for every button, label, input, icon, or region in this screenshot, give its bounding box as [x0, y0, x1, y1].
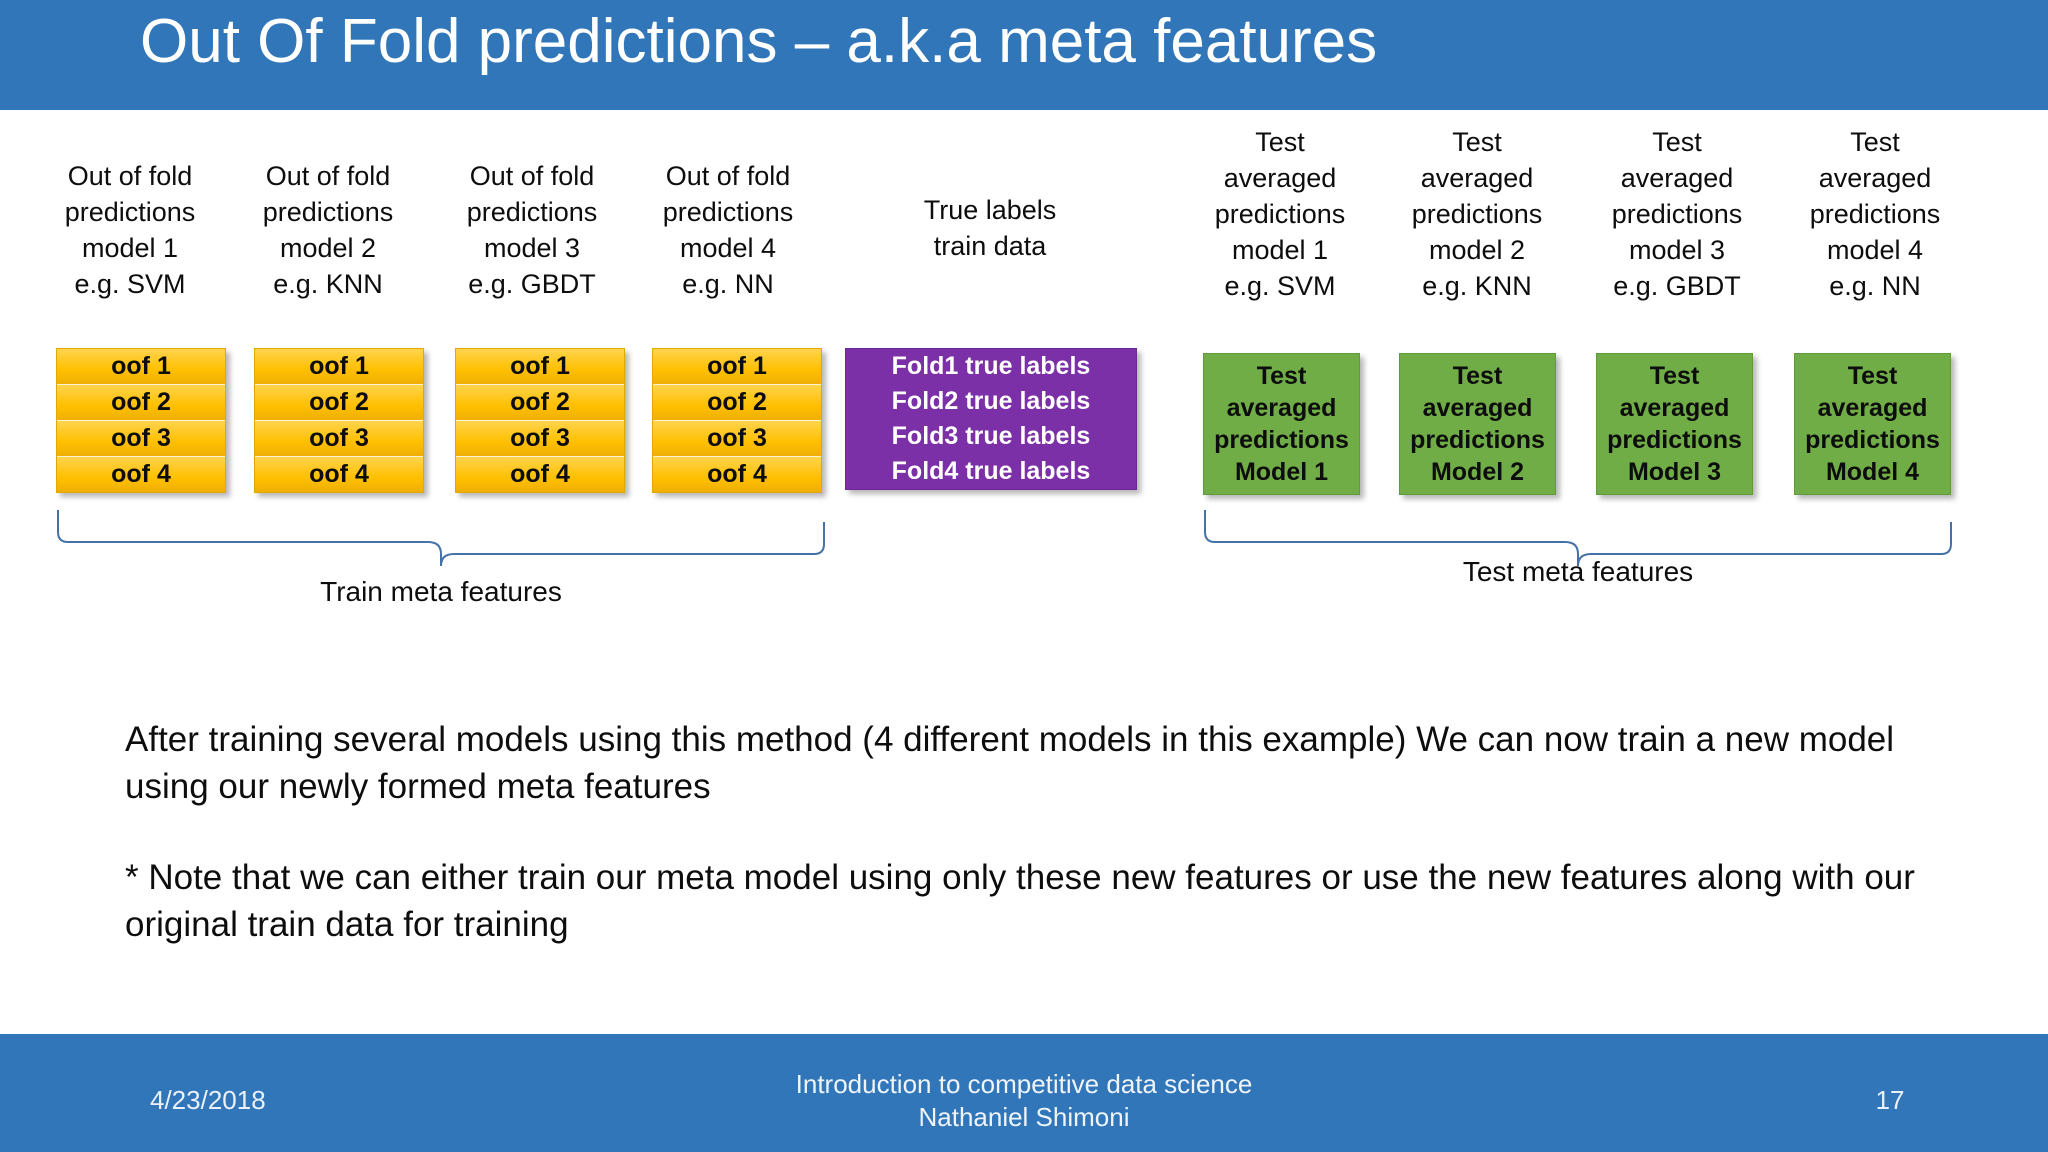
body-paragraph-1: After training several models using this…	[125, 716, 1925, 810]
test-box-text: Test averaged predictions Model 2	[1410, 362, 1545, 486]
oof-cell: oof 3	[255, 421, 423, 457]
test-column-caption-2: Test averaged predictions model 2 e.g. K…	[1411, 127, 1543, 301]
test-box-text: Test averaged predictions Model 4	[1805, 362, 1940, 486]
oof-cell: oof 2	[456, 385, 624, 421]
oof-column-caption-3: Out of fold predictions model 3 e.g. GBD…	[466, 161, 598, 299]
footer-date: 4/23/2018	[150, 1085, 266, 1115]
test-column-caption-4: Test averaged predictions model 4 e.g. N…	[1809, 127, 1941, 301]
train-meta-features-label: Train meta features	[320, 576, 562, 607]
paragraph-2-text: * Note that we can either train our meta…	[125, 858, 1915, 944]
slide-title-bar: Out Of Fold predictions – a.k.a meta fea…	[0, 0, 2048, 110]
oof-column-caption-4: Out of fold predictions model 4 e.g. NN	[662, 161, 794, 299]
oof-cell: oof 1	[57, 349, 225, 385]
oof-cell: oof 1	[456, 349, 624, 385]
oof-stack-model-1: oof 1 oof 2 oof 3 oof 4	[56, 348, 226, 493]
true-labels-stack: Fold1 true labels Fold2 true labels Fold…	[845, 348, 1137, 490]
true-label-cell: Fold4 true labels	[891, 457, 1091, 485]
test-column-caption-3: Test averaged predictions model 3 e.g. G…	[1611, 127, 1743, 301]
oof-cell: oof 4	[255, 457, 423, 492]
footer-page-number: 17	[1875, 1085, 1905, 1115]
train-meta-features-brace	[56, 508, 826, 568]
oof-cell: oof 4	[456, 457, 624, 492]
oof-cell: oof 1	[653, 349, 821, 385]
test-box-text: Test averaged predictions Model 1	[1214, 362, 1349, 486]
oof-cell: oof 3	[653, 421, 821, 457]
oof-column-caption-1: Out of fold predictions model 1 e.g. SVM	[64, 161, 196, 299]
test-box-model-3: Test averaged predictions Model 3	[1596, 353, 1753, 495]
brace-shape	[57, 510, 825, 567]
oof-stack-model-3: oof 1 oof 2 oof 3 oof 4	[455, 348, 625, 493]
true-label-cell: Fold1 true labels	[891, 352, 1091, 380]
page-title: Out Of Fold predictions – a.k.a meta fea…	[140, 7, 1378, 76]
footer-center-text: Introduction to competitive data science…	[0, 1068, 2048, 1134]
diagram-area: Out of fold predictions model 1 e.g. SVM…	[0, 110, 2048, 630]
body-paragraph-2: * Note that we can either train our meta…	[125, 854, 1925, 948]
test-box-text: Test averaged predictions Model 3	[1607, 362, 1742, 486]
oof-cell: oof 2	[255, 385, 423, 421]
oof-stack-model-2: oof 1 oof 2 oof 3 oof 4	[254, 348, 424, 493]
oof-cell: oof 2	[57, 385, 225, 421]
test-box-model-2: Test averaged predictions Model 2	[1399, 353, 1556, 495]
oof-cell: oof 3	[456, 421, 624, 457]
test-meta-features-label: Test meta features	[1462, 556, 1694, 587]
paragraph-1-text: After training several models using this…	[125, 720, 1895, 806]
footer-deck-title: Introduction to competitive data science	[795, 1069, 1253, 1099]
oof-stack-model-4: oof 1 oof 2 oof 3 oof 4	[652, 348, 822, 493]
oof-cell: oof 1	[255, 349, 423, 385]
brace-shape	[1204, 510, 1952, 567]
oof-cell: oof 2	[653, 385, 821, 421]
true-label-cell: Fold3 true labels	[891, 422, 1091, 450]
true-label-cell: Fold2 true labels	[891, 387, 1091, 415]
test-meta-features-brace	[1203, 508, 1953, 568]
slide-footer-bar	[0, 1034, 2048, 1152]
oof-cell: oof 4	[57, 457, 225, 492]
test-column-caption-1: Test averaged predictions model 1 e.g. S…	[1214, 127, 1346, 301]
oof-column-caption-2: Out of fold predictions model 2 e.g. KNN	[262, 161, 394, 299]
oof-cell: oof 3	[57, 421, 225, 457]
oof-cell: oof 4	[653, 457, 821, 492]
true-labels-caption: True labels train data	[923, 195, 1057, 261]
test-box-model-1: Test averaged predictions Model 1	[1203, 353, 1360, 495]
test-box-model-4: Test averaged predictions Model 4	[1794, 353, 1951, 495]
footer-author: Nathaniel Shimoni	[918, 1102, 1130, 1132]
